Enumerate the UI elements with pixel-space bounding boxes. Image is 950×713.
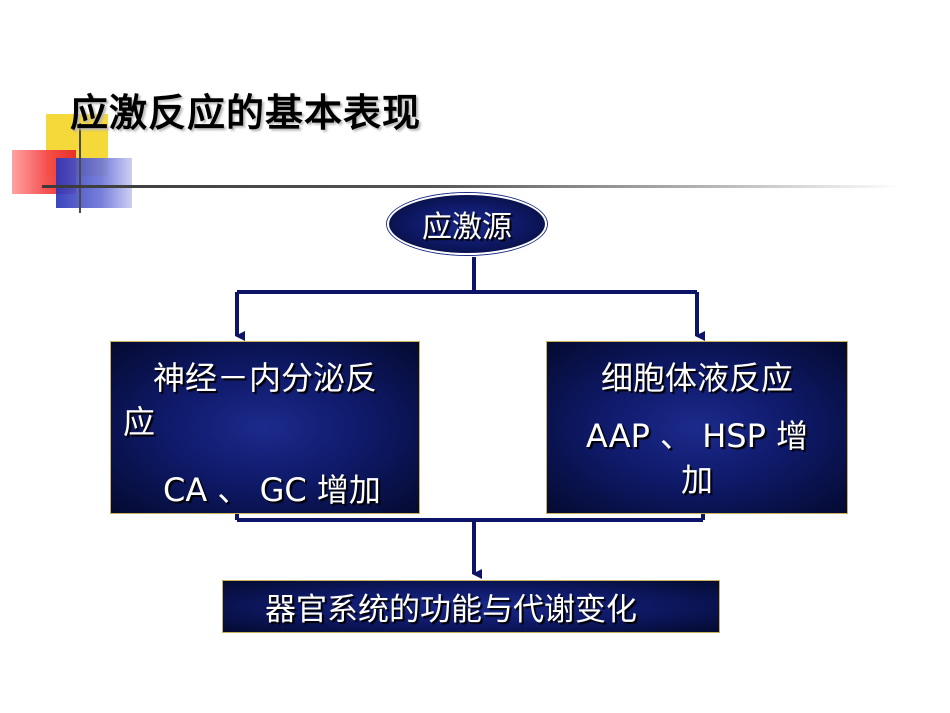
title-underline bbox=[42, 185, 902, 188]
node-organ-system-changes: 器官系统的功能与代谢变化 bbox=[222, 580, 720, 633]
node-right-line3: 加 bbox=[680, 461, 713, 499]
node-stressor: 应激源 bbox=[387, 193, 547, 255]
slide-title: 应激反应的基本表现 bbox=[70, 90, 422, 135]
node-cellular-humoral-response: 细胞体液反应 AAP 、 HSP 增 加 bbox=[546, 341, 848, 514]
node-left-line2: 应 bbox=[123, 403, 156, 441]
node-stressor-label: 应激源 bbox=[422, 210, 512, 245]
decor-vertical-line bbox=[79, 123, 81, 213]
node-right-line2: AAP 、 HSP 增 bbox=[585, 417, 809, 455]
node-bottom-label: 器官系统的功能与代谢变化 bbox=[265, 592, 637, 628]
node-neuroendocrine-response: 神经－内分泌反 应 CA 、 GC 增加 bbox=[110, 341, 420, 514]
decor-blue-square bbox=[56, 158, 132, 208]
node-left-line3: CA 、 GC 增加 bbox=[163, 471, 381, 509]
node-right-line1: 细胞体液反应 bbox=[600, 359, 793, 397]
node-left-line1: 神经－内分泌反 bbox=[153, 359, 378, 397]
